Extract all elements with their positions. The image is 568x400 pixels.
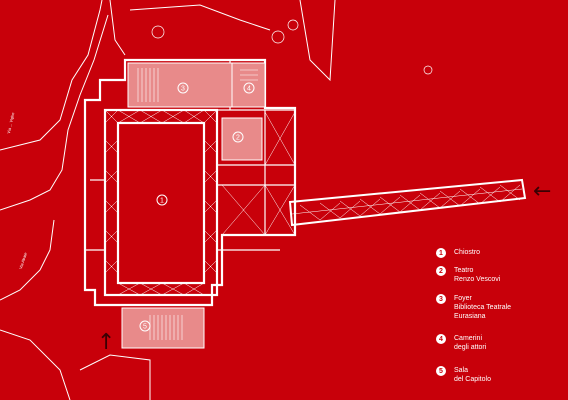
boundary-bottom: [79, 354, 151, 400]
legend-number-1: 1: [436, 248, 446, 258]
legend-label-1: Chiostro: [454, 249, 481, 256]
legend-number-2: 2: [436, 266, 446, 276]
building-walls: [83, 58, 297, 307]
street-edge-2: [0, 14, 109, 211]
plan-number-3: 3: [181, 86, 185, 93]
legend-number-5: 5: [436, 366, 446, 376]
tree-icon: [151, 25, 165, 39]
corridor: [288, 178, 527, 227]
plan-marker-3: [177, 82, 189, 94]
tree-icon: [423, 65, 433, 75]
arrow-left-icon: ←: [533, 179, 552, 204]
plan-marker-4: [243, 82, 255, 94]
legend-label-2: Teatro Renzo Vescovi: [454, 267, 501, 283]
rooms: [121, 62, 266, 349]
legend-label-5: Sala del Capitolo: [454, 367, 491, 383]
tree-icon: [287, 19, 299, 31]
tree-icon: [271, 30, 285, 44]
street-edge-1: [0, 0, 103, 151]
boundary-top-right: [299, 0, 336, 82]
legend-item-5: 5 Sala del Capitolo: [436, 366, 491, 384]
legend-label-4: Camerini degli attori: [454, 335, 487, 351]
plan-number-5: 5: [143, 324, 147, 331]
room-teatro: [221, 117, 263, 161]
plan-number-1: 1: [160, 198, 164, 205]
legend-label-3: Foyer Biblioteca Teatrale Eurasiana: [454, 295, 512, 320]
legend-item-3: 3 Foyer Biblioteca Teatrale Eurasiana: [436, 294, 511, 321]
plan-number-4: 4: [247, 86, 251, 93]
legend-number-4: 4: [436, 334, 446, 344]
legend-number-3: 3: [436, 294, 446, 304]
boundary-top-left: [109, 0, 126, 56]
room-foyer: [127, 62, 233, 108]
arcade-hatch: [104, 109, 296, 296]
room-sala-capitolo: [121, 307, 205, 349]
legend-item-2: 2 Teatro Renzo Vescovi: [436, 266, 500, 284]
legend-item-1: 1 Chiostro: [436, 248, 480, 258]
plan-number-2: 2: [236, 135, 240, 142]
room-camerini: [231, 62, 266, 108]
plan-marker-2: [232, 131, 244, 143]
street-edge-3: [0, 219, 55, 301]
plan-markers: 1 2 3 4 5: [139, 82, 255, 332]
legend-item-4: 4 Camerini degli attori: [436, 334, 486, 352]
garden-boundary: [129, 4, 271, 31]
plan-marker-5: [139, 320, 151, 332]
arrow-up-icon: ↑: [97, 330, 116, 355]
seating-details: [137, 68, 258, 340]
plan-marker-1: [156, 194, 168, 206]
tree-icons: [151, 19, 433, 75]
street-edge-4: [0, 329, 71, 400]
